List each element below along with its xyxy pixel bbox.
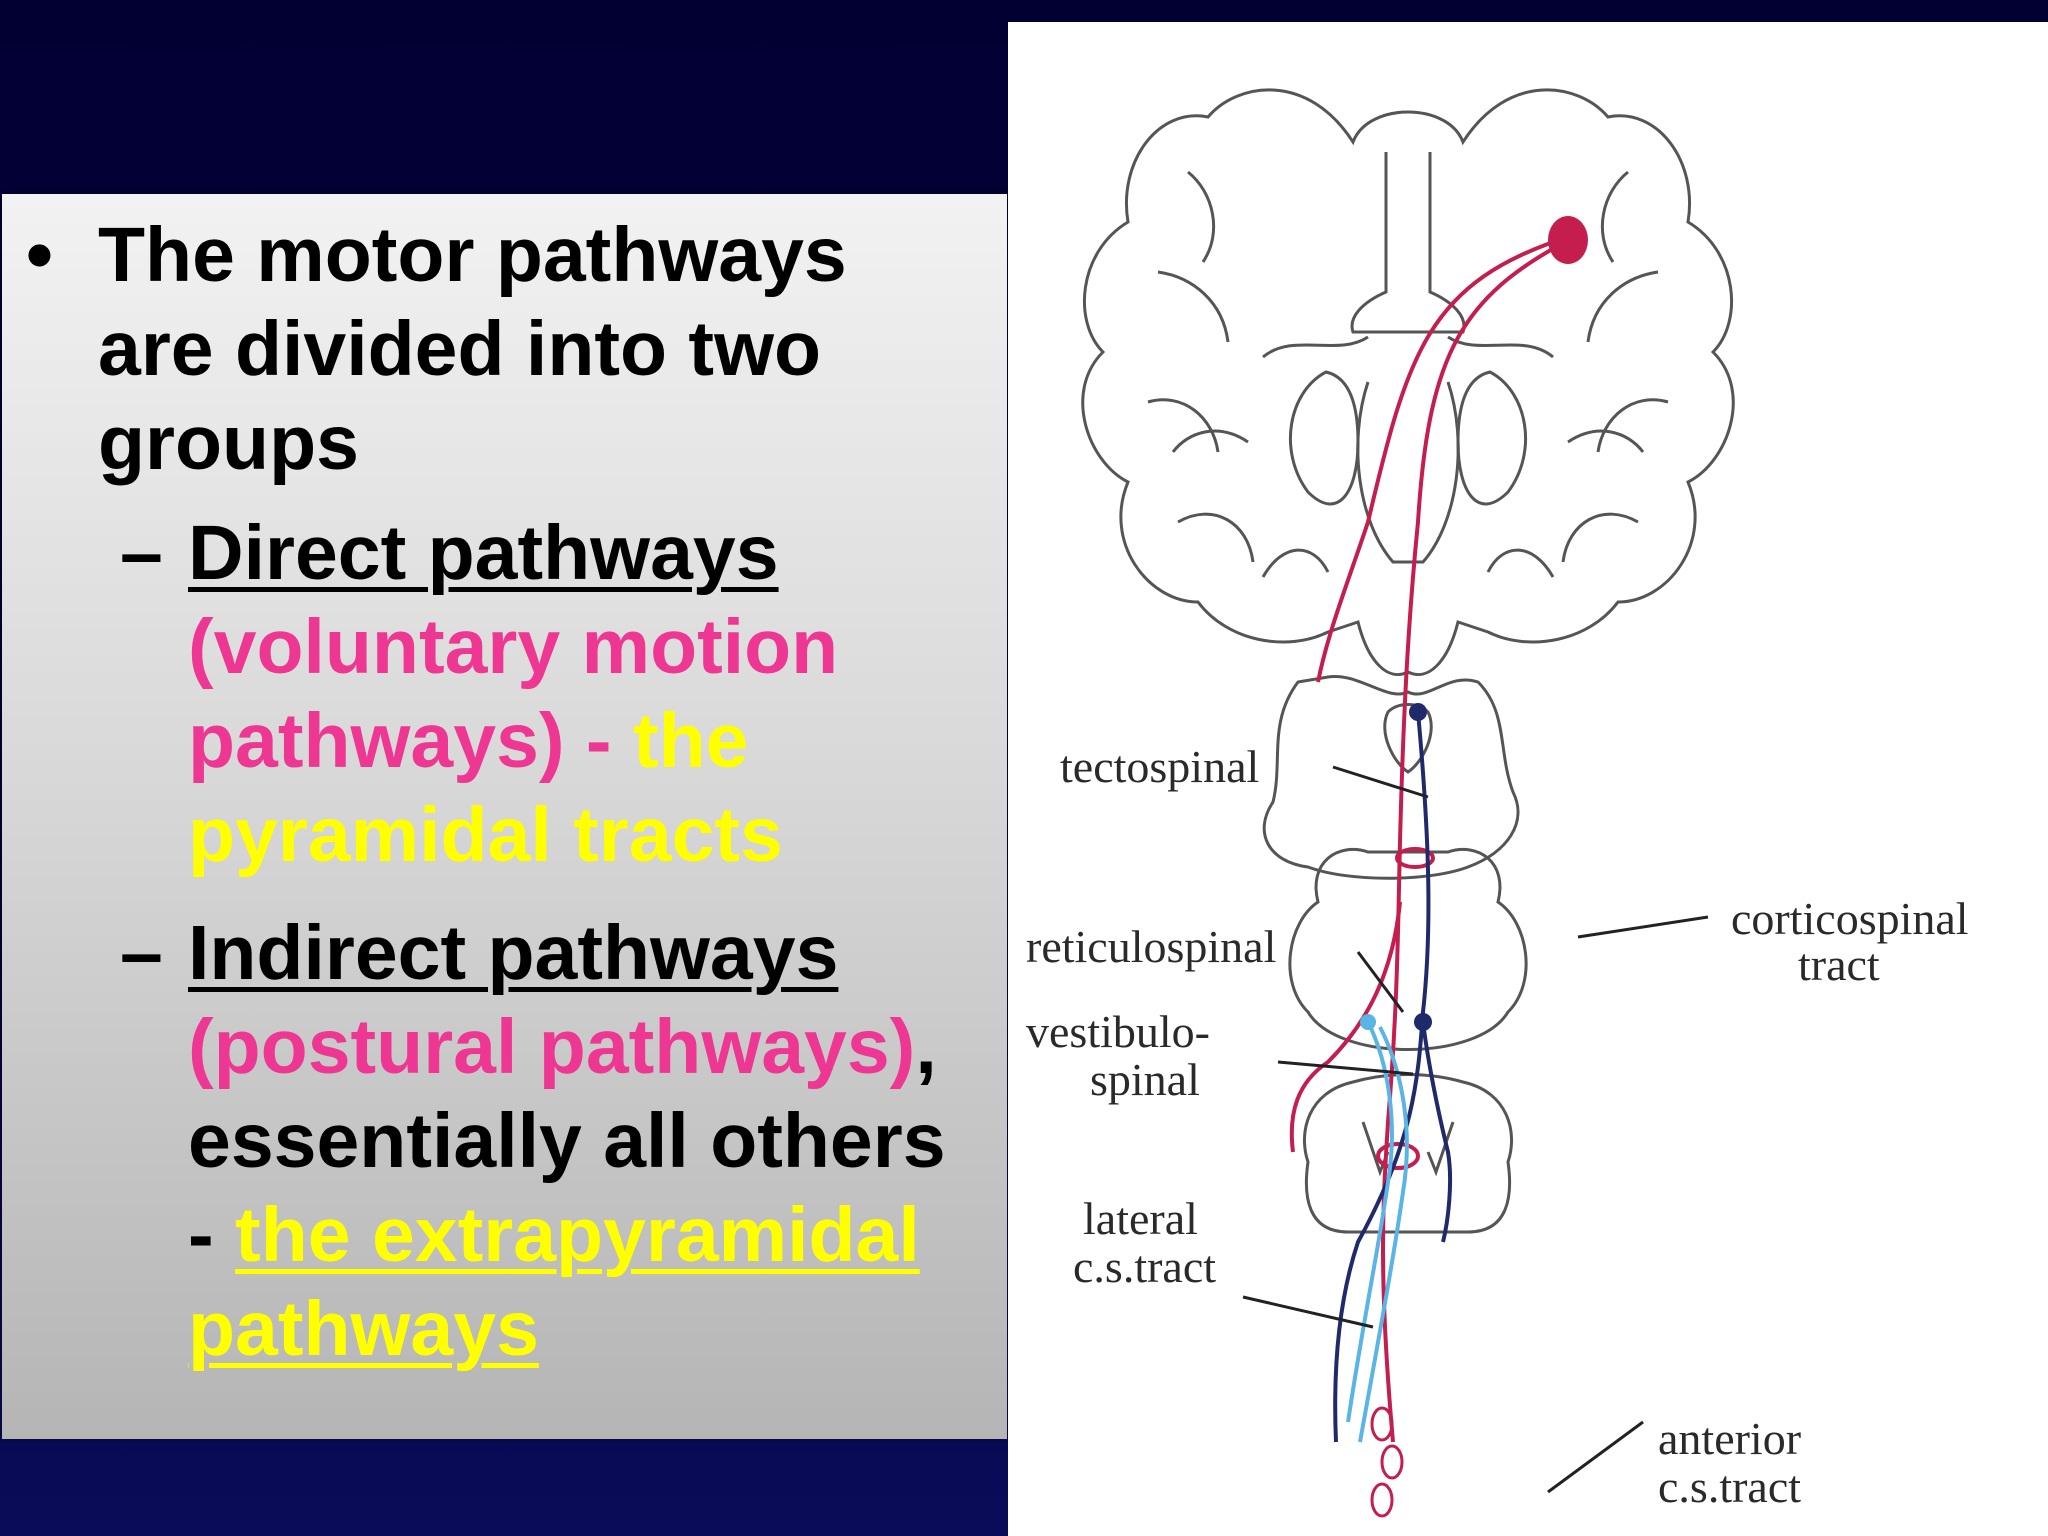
label-vestibulospinal-line1: vestibulo- [1026, 1006, 1210, 1057]
label-reticulospinal: reticulospinal [1026, 921, 1276, 972]
label-pointers [1242, 765, 1709, 1494]
extrapyramidal-pathways-text: the extrapyramidal pathways [188, 1192, 920, 1372]
label-tectospinal: tectospinal [1060, 741, 1259, 792]
corticospinal-tract-path [1289, 235, 1569, 1443]
comma: , [915, 1004, 937, 1090]
dash-symbol: – [120, 910, 163, 996]
tract-cross-section [1376, 1142, 1420, 1170]
tract-cross-section [1380, 1444, 1404, 1480]
diagram-svg: tectospinal reticulospinal vestibulo- sp… [1026, 88, 1969, 1518]
indirect-pathways-heading: Indirect pathways [188, 910, 839, 996]
label-anterior-cs-tract-line2: c.s.tract [1658, 1461, 1801, 1512]
main-bullet: • The motor pathways are divided into tw… [26, 208, 978, 490]
direct-pathways-heading: Direct pathways [188, 510, 779, 596]
bullet-symbol: • [26, 212, 53, 298]
brainstem-outline [1262, 674, 1528, 1234]
label-anterior-cs-tract-line1: anterior [1658, 1413, 1801, 1464]
label-lateral-cs-tract-line2: c.s.tract [1073, 1241, 1216, 1292]
sub-bullet-indirect: – Indirect pathways (postural pathways),… [120, 906, 988, 1376]
all-others-text: essentially all others - [188, 1098, 946, 1278]
tract-cross-section [1395, 847, 1435, 869]
tectal-neuron [1409, 703, 1427, 721]
sub-bullet-direct: – Direct pathways (voluntary motion path… [120, 506, 988, 882]
tectospinal-tract-path [1333, 711, 1453, 1443]
pyramidal-tracts-text: the pyramidal tracts [188, 698, 783, 878]
vestibular-neuron [1360, 1014, 1376, 1030]
label-lateral-cs-tract-line1: lateral [1083, 1193, 1198, 1244]
label-vestibulospinal-line2: spinal [1090, 1054, 1200, 1105]
tract-cross-section [1370, 1482, 1394, 1518]
reticular-neuron [1414, 1013, 1432, 1031]
motor-pathways-diagram: tectospinal reticulospinal vestibulo- sp… [1008, 22, 2048, 1536]
text-panel: • The motor pathways are divided into tw… [2, 194, 1007, 1439]
postural-pathways-text: (postural pathways) [188, 1004, 916, 1090]
label-corticospinal-line2: tract [1798, 939, 1880, 990]
dash-symbol: – [120, 510, 163, 596]
direct-pathways-detail: (voluntary motion pathways) - [188, 604, 839, 784]
label-corticospinal-line1: corticospinal [1731, 893, 1969, 944]
motor-neuron-cell-body [1548, 216, 1588, 264]
brain-outline [1081, 88, 1735, 676]
vestibulospinal-tract-path [1346, 1021, 1409, 1443]
tract-cross-section [1370, 1406, 1394, 1442]
main-point-text: The motor pathways are divided into two … [98, 212, 847, 486]
